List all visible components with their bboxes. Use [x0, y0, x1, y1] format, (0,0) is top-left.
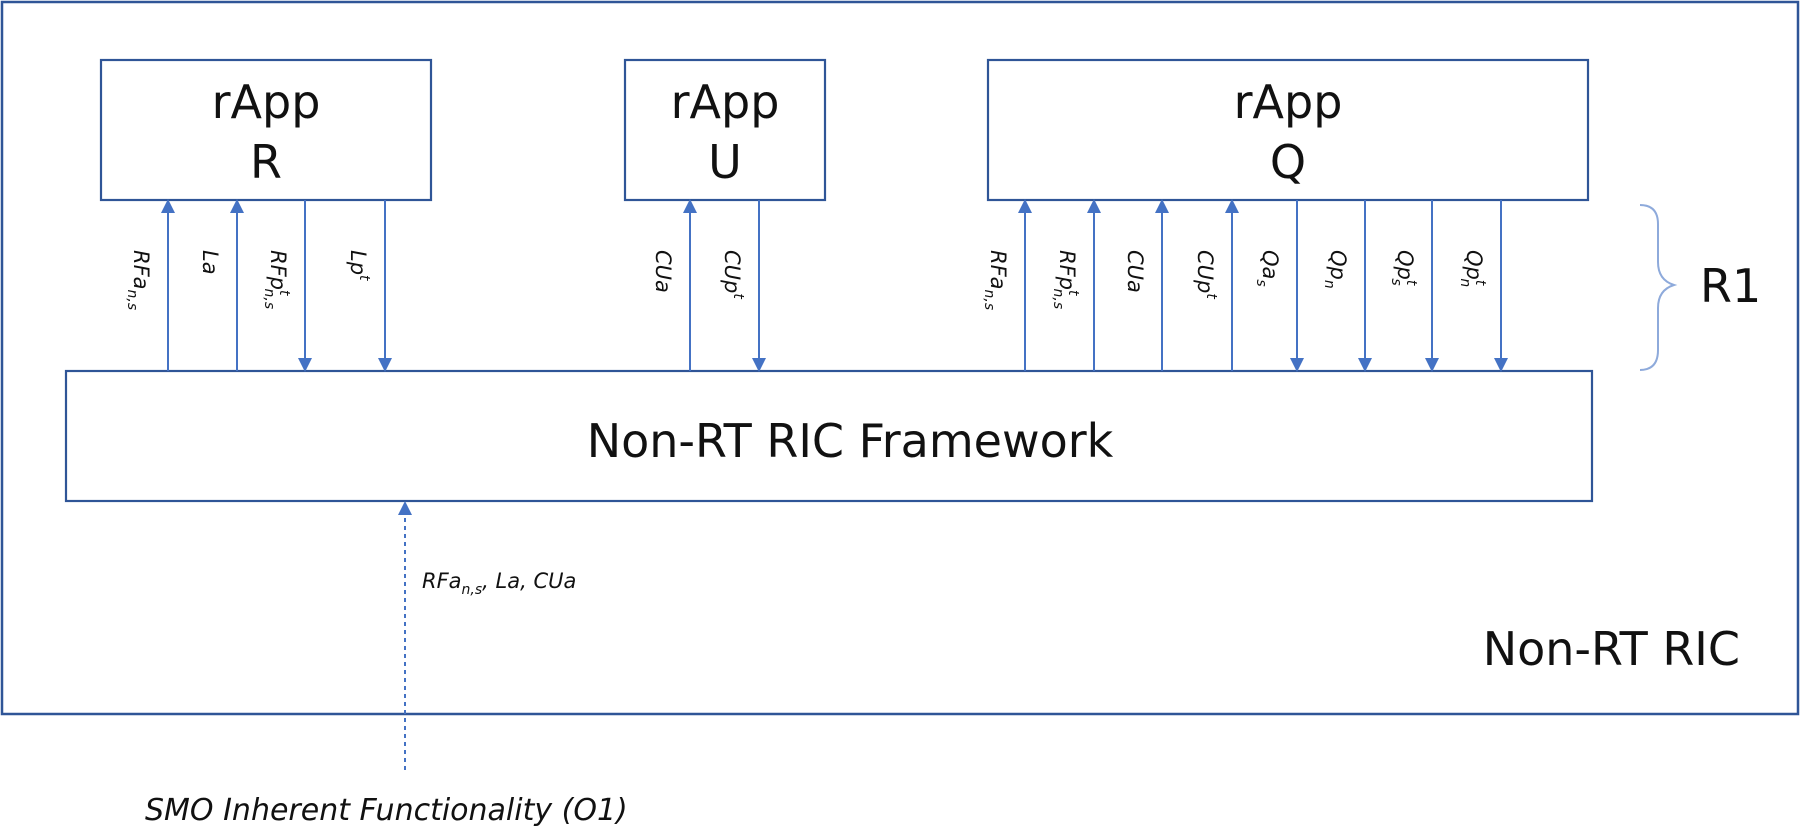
- non-rt-ric-label: Non-RT RIC: [1483, 622, 1740, 676]
- smo-input-rfa-sub: n,s: [462, 582, 483, 598]
- rapp-q-box: rApp Q: [986, 58, 1590, 202]
- signal-label: CUpt: [1193, 250, 1219, 299]
- smo-footer-label: SMO Inherent Functionality (O1): [145, 793, 628, 828]
- r1-brace: [1639, 204, 1678, 371]
- smo-input-label: RFan,s, La, CUa: [422, 569, 576, 598]
- signal-label: Qpts: [1388, 250, 1419, 286]
- smo-input-rest: , La, CUa: [482, 569, 576, 593]
- smo-input-rfa: RFa: [422, 569, 462, 593]
- rapp-q-name: Q: [1270, 135, 1306, 189]
- signal-label: RFptn,s: [1050, 250, 1081, 309]
- rapp-u-name: U: [708, 135, 742, 189]
- signal-label: RFan,s: [124, 250, 153, 310]
- signal-label: CUpt: [720, 250, 746, 299]
- r1-signal-arrows: RFan,s La RFptn,s Lpt CUa CUpt RFan,s RFptn,s CU…: [124, 199, 1508, 372]
- framework-box: Non-RT RIC Framework: [64, 369, 1594, 503]
- rapp-r-title: rApp: [212, 75, 321, 129]
- signal-label: La: [198, 250, 222, 275]
- signal-label: Lpt: [346, 250, 372, 281]
- rapp-u-box: rApp U: [623, 58, 827, 202]
- rapp-q-title: rApp: [1234, 75, 1343, 129]
- signal-label: RFptn,s: [261, 250, 292, 309]
- signal-label: CUa: [1123, 250, 1147, 293]
- rapp-r-box: rApp R: [99, 58, 433, 202]
- signal-label: Qptn: [1457, 250, 1488, 287]
- rapp-r-name: R: [250, 135, 282, 189]
- signal-label: RFan,s: [981, 250, 1010, 310]
- signal-label: Qas: [1253, 250, 1282, 287]
- signal-label: CUa: [651, 250, 675, 293]
- rapp-u-title: rApp: [671, 75, 780, 129]
- r1-label: R1: [1700, 259, 1761, 313]
- signal-label: Qpn: [1321, 250, 1350, 289]
- framework-label: Non-RT RIC Framework: [587, 414, 1114, 468]
